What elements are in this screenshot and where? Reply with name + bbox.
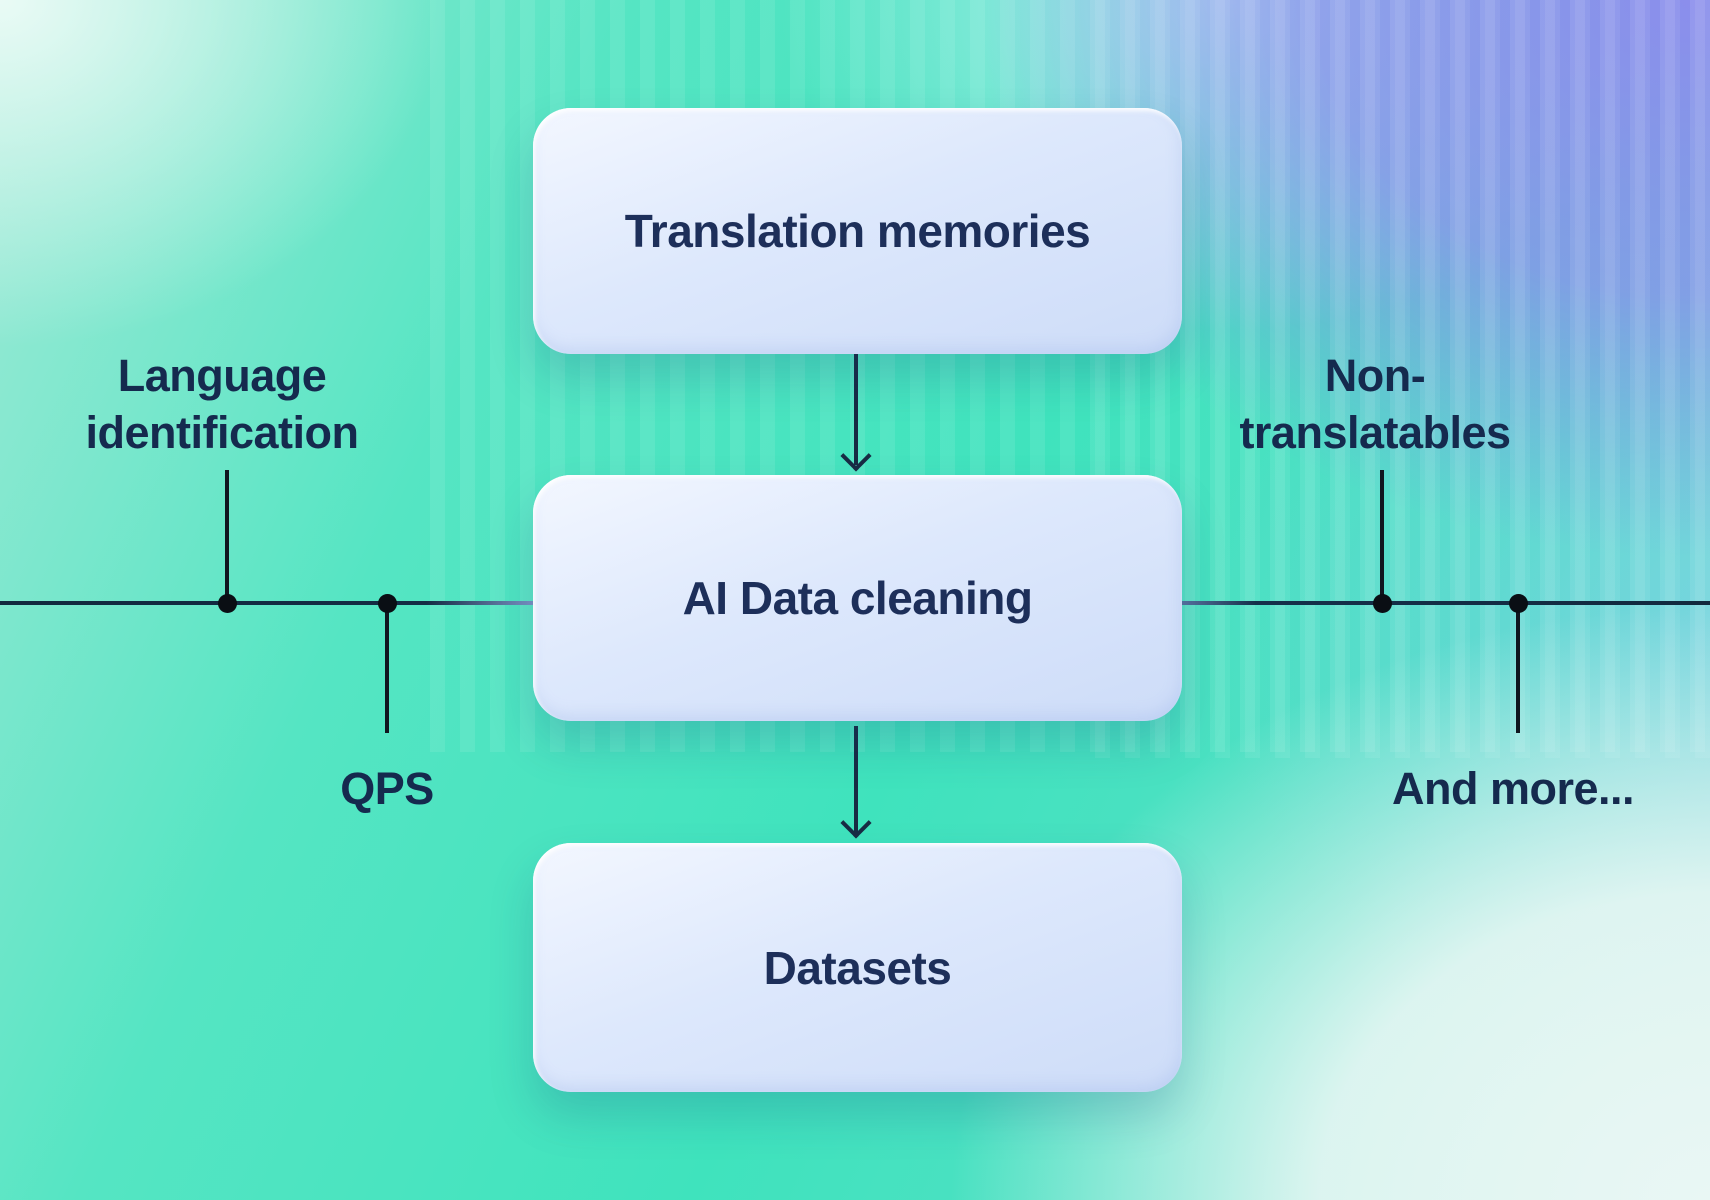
branch-dot-language-identification [218, 594, 237, 613]
arrow-translation-to-cleaning [854, 353, 858, 465]
branch-label-non-translatables: Non- translatables [1185, 347, 1565, 461]
branch-label-language-identification: Language identification [22, 347, 422, 461]
branch-label-line: Language [117, 350, 327, 401]
branch-label-line: identification [85, 407, 360, 458]
connector-horizontal-line-left [0, 601, 533, 605]
branch-label-line: And more... [1391, 763, 1635, 814]
branch-label-line: translatables [1239, 407, 1511, 458]
branch-dot-qps [378, 594, 397, 613]
branch-dot-non-translatables [1373, 594, 1392, 613]
arrow-cleaning-to-datasets [854, 726, 858, 834]
flow-box-label: Translation memories [624, 205, 1091, 257]
branch-dot-and-more [1509, 594, 1528, 613]
branch-stub-language-identification [225, 470, 229, 603]
flow-box-label: Datasets [763, 941, 952, 994]
connector-horizontal-line-right [1182, 601, 1710, 605]
branch-label-and-more: And more... [1313, 760, 1710, 817]
branch-label-line: Non- [1324, 350, 1426, 401]
branch-stub-non-translatables [1380, 470, 1384, 603]
branch-label-line: QPS [340, 763, 434, 814]
arrow-down-icon [840, 807, 872, 839]
branch-stub-and-more [1516, 603, 1520, 733]
branch-stub-qps [385, 603, 389, 733]
flow-box-label: AI Data cleaning [682, 572, 1033, 624]
flow-box-translation-memories: Translation memories [533, 108, 1182, 354]
branch-label-qps: QPS [237, 760, 537, 817]
arrow-down-icon [840, 440, 872, 472]
flow-box-datasets: Datasets [533, 843, 1182, 1092]
flow-box-ai-data-cleaning: AI Data cleaning [533, 475, 1182, 721]
